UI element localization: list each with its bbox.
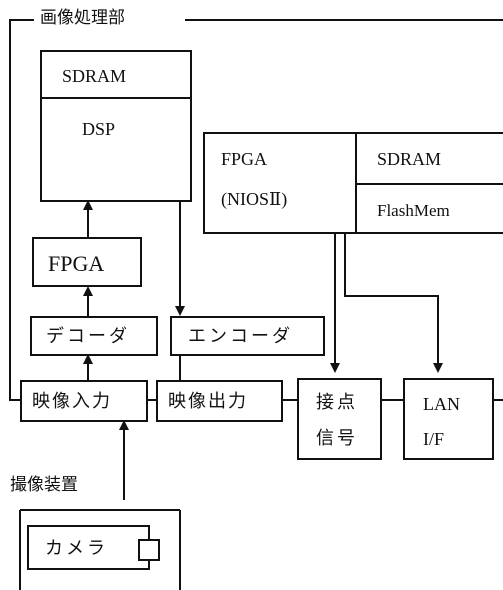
sdram-right-label: SDRAM: [377, 149, 442, 169]
sdram-top-label: SDRAM: [62, 66, 127, 86]
camera-label: カメラ: [45, 538, 108, 559]
dsp-label: DSP: [82, 119, 116, 139]
fpga-nios-block: FPGA (NIOSⅡ) SDRAM FlashMem: [203, 132, 503, 234]
contact-signal-line2: 信号: [316, 428, 358, 449]
fpga-nios-line2: (NIOSⅡ): [221, 189, 288, 209]
video-input-label: 映像入力: [32, 391, 112, 412]
decoder-label: デコーダ: [46, 326, 130, 347]
lan-if-block: LAN I/F: [403, 378, 494, 460]
group-frame-line: [9, 19, 34, 401]
contact-signal-line1: 接点: [316, 392, 358, 413]
camera-section-label: 撮像装置: [10, 475, 78, 495]
fpga-nios-line1: FPGA: [221, 149, 268, 169]
video-output-label: 映像出力: [168, 391, 248, 412]
sdram-top-cell: SDRAM: [42, 52, 190, 99]
fpga-label: FPGA: [48, 251, 105, 276]
lan-line1: LAN: [423, 394, 460, 414]
encoder-block: エンコーダ: [170, 316, 325, 356]
lan-line2: I/F: [423, 429, 445, 449]
group-label: 画像処理部: [40, 8, 125, 28]
contact-signal-block: 接点 信号: [297, 378, 382, 460]
camera-block: カメラ: [27, 525, 160, 570]
encoder-label: エンコーダ: [188, 326, 293, 347]
video-input-block: 映像入力: [20, 380, 148, 422]
nios-divider-horizontal: [356, 183, 503, 185]
dsp-block: SDRAM DSP: [40, 50, 192, 202]
video-output-block: 映像出力: [156, 380, 283, 422]
nios-to-lan-arrow: [344, 234, 443, 373]
flashmem-label: FlashMem: [377, 201, 450, 220]
decoder-block: デコーダ: [30, 316, 158, 356]
camera-lens-shape: [138, 539, 160, 561]
fpga-block: FPGA: [32, 237, 142, 287]
